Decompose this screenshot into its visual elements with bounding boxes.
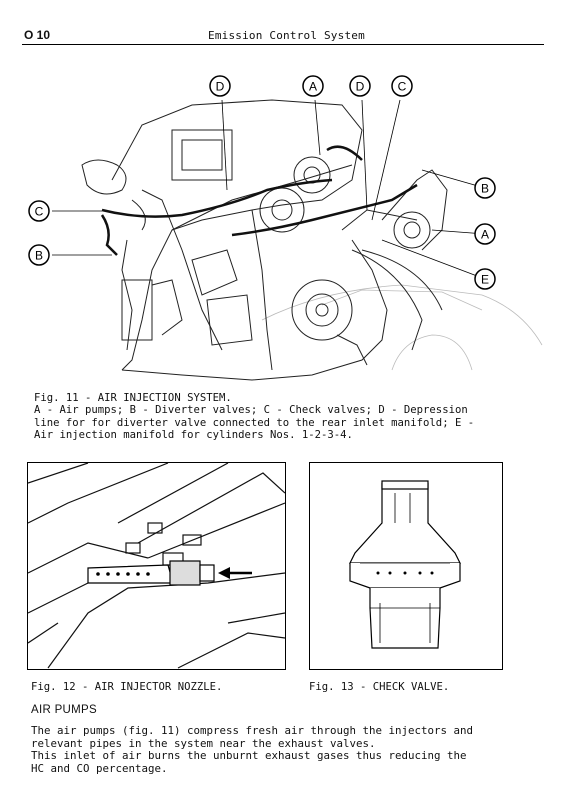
caption-line: Fig. 11 - AIR INJECTION SYSTEM. [34, 392, 232, 404]
arrow-icon [218, 567, 252, 579]
callout-C-left: C [28, 200, 50, 222]
callout-C-top: C [391, 75, 413, 97]
callout-A-right: A [474, 223, 496, 245]
paragraph-line: HC and CO percentage. [31, 761, 168, 775]
figure-12-caption: Fig. 12 - AIR INJECTOR NOZZLE. [31, 681, 223, 693]
paragraph-line: The air pumps (fig. 11) compress fresh a… [31, 724, 474, 737]
svg-text:A: A [309, 80, 317, 94]
figure-11-engine-illustration: D A D C B C B A E [28, 75, 543, 381]
caption-line: A - Air pumps; B - Diverter valves; C - … [34, 404, 468, 417]
caption-line: line for for diverter valve connected to… [34, 416, 475, 429]
page-header: O 10 Emission Control System [22, 26, 544, 44]
callout-D-left: D [209, 75, 231, 97]
paragraph-line: This inlet of air burns the unburnt exha… [31, 749, 467, 763]
page-title: Emission Control System [208, 29, 365, 42]
callout-E-right: E [474, 268, 496, 290]
paragraph-line: relevant pipes in the system near the ex… [31, 736, 376, 750]
svg-text:E: E [481, 273, 489, 287]
section-paragraph: The air pumps (fig. 11) compress fresh a… [31, 724, 541, 775]
figure-12-frame [27, 462, 286, 670]
header-rule [22, 44, 544, 45]
callout-B-left: B [28, 244, 50, 266]
svg-text:C: C [398, 80, 407, 94]
svg-text:B: B [481, 182, 489, 196]
callout-B-right: B [474, 177, 496, 199]
air-pipes [100, 145, 418, 256]
figure-13-caption: Fig. 13 - CHECK VALVE. [309, 681, 450, 693]
svg-text:D: D [216, 80, 225, 94]
section-heading: AIR PUMPS [31, 704, 97, 716]
svg-text:A: A [481, 228, 489, 242]
engine-block-sketch [81, 99, 448, 381]
nozzle-body [87, 560, 215, 586]
figure-13-check-valve-illustration [349, 480, 461, 649]
figure-11-caption: Fig. 11 - AIR INJECTION SYSTEM. A - Air … [34, 392, 514, 441]
svg-text:D: D [356, 80, 365, 94]
svg-text:C: C [35, 205, 44, 219]
figure-13-frame [309, 462, 503, 670]
svg-text:B: B [35, 249, 43, 263]
page-number: O 10 [24, 28, 51, 42]
caption-line: Air injection manifold for cylinders Nos… [34, 428, 353, 441]
callout-A-top: A [302, 75, 324, 97]
car-silhouette-outline [261, 284, 543, 371]
callout-D-right: D [349, 75, 371, 97]
figure-12-nozzle-illustration [28, 463, 285, 669]
